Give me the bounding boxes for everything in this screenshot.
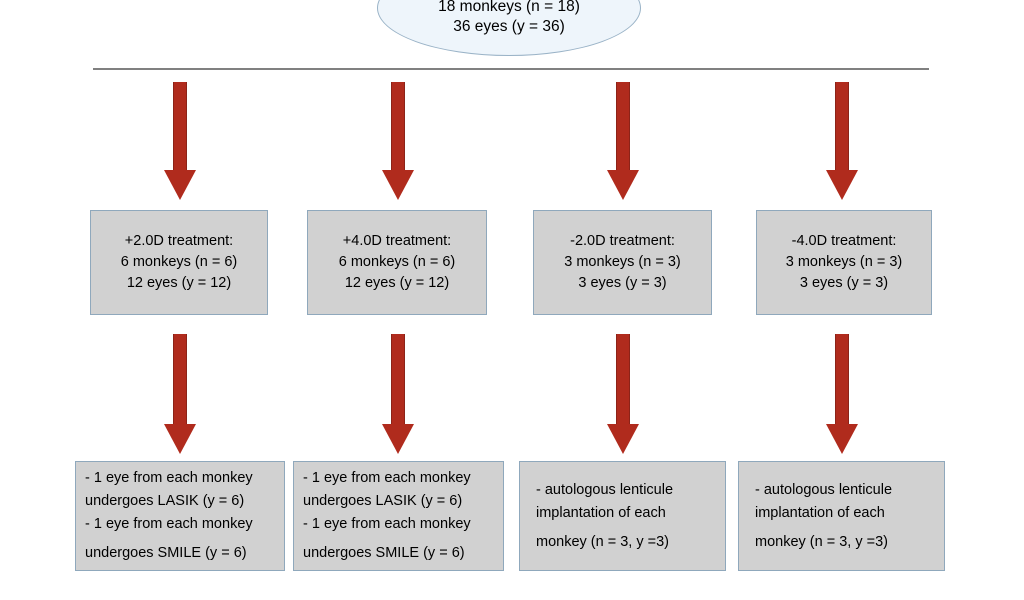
procedure-line-3: monkey (n = 3, y =3) [755,533,888,550]
treatment-group-box-4: -4.0D treatment: 3 monkeys (n = 3) 3 eye… [756,210,932,315]
arrow-head [382,170,414,200]
arrow-shaft [173,82,187,170]
arrow-shaft [835,334,849,424]
treatment-group-box-3: -2.0D treatment: 3 monkeys (n = 3) 3 eye… [533,210,712,315]
arrow-to-procedure-3 [607,334,639,454]
arrow-shaft [835,82,849,170]
arrow-to-group-4 [826,82,858,200]
horizontal-connector-line [93,68,929,70]
procedure-line-2: undergoes LASIK (y = 6) [85,493,245,509]
arrow-shaft [391,334,405,424]
arrow-head [164,170,196,200]
procedure-line-1: - autologous lenticule [536,481,674,498]
arrow-head [607,170,639,200]
procedure-line-2: implantation of each [755,504,885,521]
procedure-box-1: - 1 eye from each monkey undergoes LASIK… [75,461,285,571]
procedure-line-3: monkey (n = 3, y =3) [536,533,669,550]
group-line-2: 3 monkeys (n = 3) [785,254,903,270]
group-line-3: 12 eyes (y = 12) [344,275,450,291]
arrow-head [164,424,196,454]
arrow-head [382,424,414,454]
root-node-ellipse: 18 monkeys (n = 18) 36 eyes (y = 36) [377,0,641,56]
arrow-head [826,424,858,454]
group-line-2: 6 monkeys (n = 6) [338,254,456,270]
arrow-to-group-3 [607,82,639,200]
procedure-line-1: - autologous lenticule [755,481,893,498]
procedure-line-1: - 1 eye from each monkey [303,470,471,486]
treatment-group-box-2: +4.0D treatment: 6 monkeys (n = 6) 12 ey… [307,210,487,315]
procedure-line-3: - 1 eye from each monkey [303,516,471,532]
arrow-shaft [173,334,187,424]
treatment-group-box-1: +2.0D treatment: 6 monkeys (n = 6) 12 ey… [90,210,268,315]
group-line-1: +2.0D treatment: [124,233,234,249]
group-line-2: 6 monkeys (n = 6) [120,254,238,270]
root-line-2: 36 eyes (y = 36) [453,18,565,35]
group-line-1: -2.0D treatment: [570,233,675,249]
arrow-head [607,424,639,454]
arrow-shaft [391,82,405,170]
arrow-to-procedure-1 [164,334,196,454]
procedure-line-2: implantation of each [536,504,666,521]
procedure-line-4: undergoes SMILE (y = 6) [85,545,247,561]
group-line-3: 3 eyes (y = 3) [578,275,667,291]
arrow-shaft [616,334,630,424]
procedure-line-3: - 1 eye from each monkey [85,516,253,532]
procedure-box-4: - autologous lenticule implantation of e… [738,461,945,571]
group-line-3: 12 eyes (y = 12) [126,275,232,291]
group-line-1: -4.0D treatment: [791,233,897,249]
arrow-shaft [616,82,630,170]
arrow-head [826,170,858,200]
procedure-line-2: undergoes LASIK (y = 6) [303,493,463,509]
group-line-2: 3 monkeys (n = 3) [564,254,681,270]
root-line-1: 18 monkeys (n = 18) [438,0,580,15]
procedure-box-3: - autologous lenticule implantation of e… [519,461,726,571]
arrow-to-group-2 [382,82,414,200]
group-line-1: +4.0D treatment: [342,233,452,249]
group-line-3: 3 eyes (y = 3) [799,275,889,291]
arrow-to-procedure-2 [382,334,414,454]
procedure-line-1: - 1 eye from each monkey [85,470,253,486]
procedure-box-2: - 1 eye from each monkey undergoes LASIK… [293,461,504,571]
arrow-to-group-1 [164,82,196,200]
arrow-to-procedure-4 [826,334,858,454]
procedure-line-4: undergoes SMILE (y = 6) [303,545,465,561]
